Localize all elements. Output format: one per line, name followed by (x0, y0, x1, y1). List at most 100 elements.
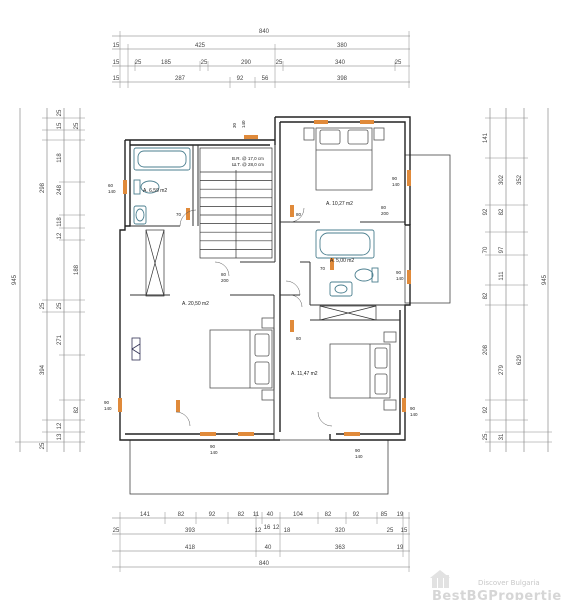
lbl-win-right-top-a: 90 (392, 176, 398, 181)
lbl-win-bottom-2-a: 90 (355, 448, 361, 453)
sink-left-icon (133, 205, 147, 225)
dim-bot-r2-5: 18 (284, 528, 291, 534)
dim-bot-r2-2: 12 (255, 528, 262, 534)
dim-top-r3-1: 25 (135, 60, 142, 66)
stair-note-0: B.R. @ 17,0 cm (232, 156, 264, 161)
dim-left-9: 271 (57, 334, 63, 345)
lbl-win-bottom-2-b: 140 (355, 454, 363, 459)
room-area-bath-left: A. 6,59 m2 (143, 188, 167, 194)
dim-bot-r1-9: 85 (381, 512, 388, 518)
watermark-logo: Discover Bulgaria BestBGProperties (430, 570, 562, 600)
dim-left-6: 25 (74, 122, 80, 129)
dim-left-5: 12 (57, 232, 63, 239)
lbl-win-top-a: 30 (232, 122, 237, 128)
dim-left-2: 118 (57, 153, 63, 163)
dim-right-11: 31 (499, 433, 505, 440)
dim-right-12: 25 (483, 433, 489, 440)
dim-bot-r1-3: 82 (238, 512, 245, 518)
dim-bot-r2-4: 12 (273, 525, 280, 531)
dim-left-11: 12 (57, 422, 63, 429)
dim-bot-r3-1: 40 (265, 545, 272, 551)
dim-left-7: 188 (74, 264, 80, 275)
watermark-line1: Discover Bulgaria (478, 579, 540, 587)
lbl-door-room1-a: 80 (381, 205, 387, 210)
dim-bot-r2-7: 25 (387, 528, 394, 534)
dim-bot-r2-0: 25 (113, 528, 120, 534)
dim-top-r4-3: 56 (262, 76, 269, 82)
bed-main (209, 317, 275, 401)
dim-bot-r2-3: 16 (264, 525, 271, 531)
dim-right-2: 92 (483, 208, 489, 215)
lbl-win-right-mid-a: 90 (396, 270, 402, 275)
left-dimensions (15, 108, 85, 452)
dim-left-10: 82 (74, 406, 80, 413)
dim-bot-r1-10: 19 (397, 512, 404, 518)
lbl-win-right-top-b: 140 (392, 182, 400, 187)
lbl-door-room2: 80 (296, 336, 302, 341)
lbl-win-right-mid-b: 140 (396, 276, 404, 281)
dim-right-7: 82 (483, 292, 489, 299)
dim-bot-r2-8: 15 (401, 528, 408, 534)
dim-bot-r1-4: 11 (253, 512, 260, 518)
bathtub-left (133, 147, 191, 171)
dim-left-13: 25 (40, 442, 46, 449)
wardrobe-right (319, 305, 377, 321)
dim-right-1: 302 (499, 174, 505, 185)
toilet-right-icon (354, 267, 379, 283)
dim-bot-r1-7: 82 (325, 512, 332, 518)
dim-top-r4-1: 287 (175, 76, 186, 82)
dim-bot-r1-8: 92 (353, 512, 360, 518)
lbl-win-bottom-1-a: 90 (210, 444, 216, 449)
dim-top-r4-2: 92 (237, 76, 244, 82)
room-area-bedroom-right: A. 11,47 m2 (291, 371, 318, 377)
dim-top-r2-2: 380 (337, 43, 348, 49)
lbl-door-bath-right: 70 (320, 266, 326, 271)
sink-right-icon (329, 281, 353, 297)
dim-bot-r2-6: 320 (335, 528, 346, 534)
watermark-line2: BestBGProperties (432, 589, 562, 600)
stair-note-1: Ш.Т. @ 28,0 cm (232, 162, 264, 167)
dim-bot-r1-0: 141 (140, 512, 151, 518)
lbl-door-center-b: 200 (221, 278, 229, 283)
dim-left-1: 15 (57, 122, 63, 129)
lbl-win-bottom-1-b: 140 (210, 450, 218, 455)
right-dimensions (485, 108, 552, 452)
bottom-dimensions (112, 512, 410, 572)
dim-top-r3-4: 290 (241, 60, 252, 66)
dim-top-r4-0: 15 (113, 76, 120, 82)
dim-top-r3-2: 185 (161, 60, 172, 66)
dim-top-r3-6: 340 (335, 60, 346, 66)
dim-bottom-total: 840 (259, 561, 270, 567)
dim-bot-r1-2: 92 (209, 512, 216, 518)
dim-top-r3-3: 25 (201, 60, 208, 66)
dim-right-9: 279 (499, 364, 505, 375)
dim-right-4: 70 (483, 246, 489, 253)
dim-top-total: 840 (259, 29, 270, 35)
dim-bot-r3-0: 418 (185, 545, 196, 551)
top-dimensions (112, 31, 410, 88)
dim-right-3: 82 (499, 208, 505, 215)
lbl-win-right-bottom-a: 90 (410, 406, 416, 411)
lbl-door-center-a: 80 (221, 272, 227, 277)
dim-left-12: 13 (57, 433, 63, 440)
room-area-bedroom-top: A. 10,27 m2 (326, 201, 353, 207)
dim-right-mid-1: 629 (517, 354, 523, 365)
lbl-door-bath-left: 70 (176, 212, 182, 217)
dim-bot-r3-2: 363 (335, 545, 346, 551)
dim-right-10: 92 (483, 406, 489, 413)
openings (118, 120, 411, 436)
dim-top-r4-4: 398 (337, 76, 348, 82)
lbl-win-left-bottom-b: 140 (104, 406, 112, 411)
dim-left-3: 248 (57, 184, 63, 195)
dim-left-mid-0: 298 (40, 182, 46, 193)
dim-right-5: 97 (499, 246, 505, 253)
bathtub-right (315, 229, 375, 259)
dim-right-mid-0: 352 (517, 174, 523, 185)
room-area-bedroom-main: A. 20,50 m2 (182, 301, 209, 307)
staircase (199, 147, 273, 259)
lbl-win-left-top-b: 140 (108, 189, 116, 194)
lbl-win-right-bottom-b: 140 (410, 412, 418, 417)
exterior-walls (119, 116, 411, 441)
dim-bot-r1-1: 82 (178, 512, 185, 518)
